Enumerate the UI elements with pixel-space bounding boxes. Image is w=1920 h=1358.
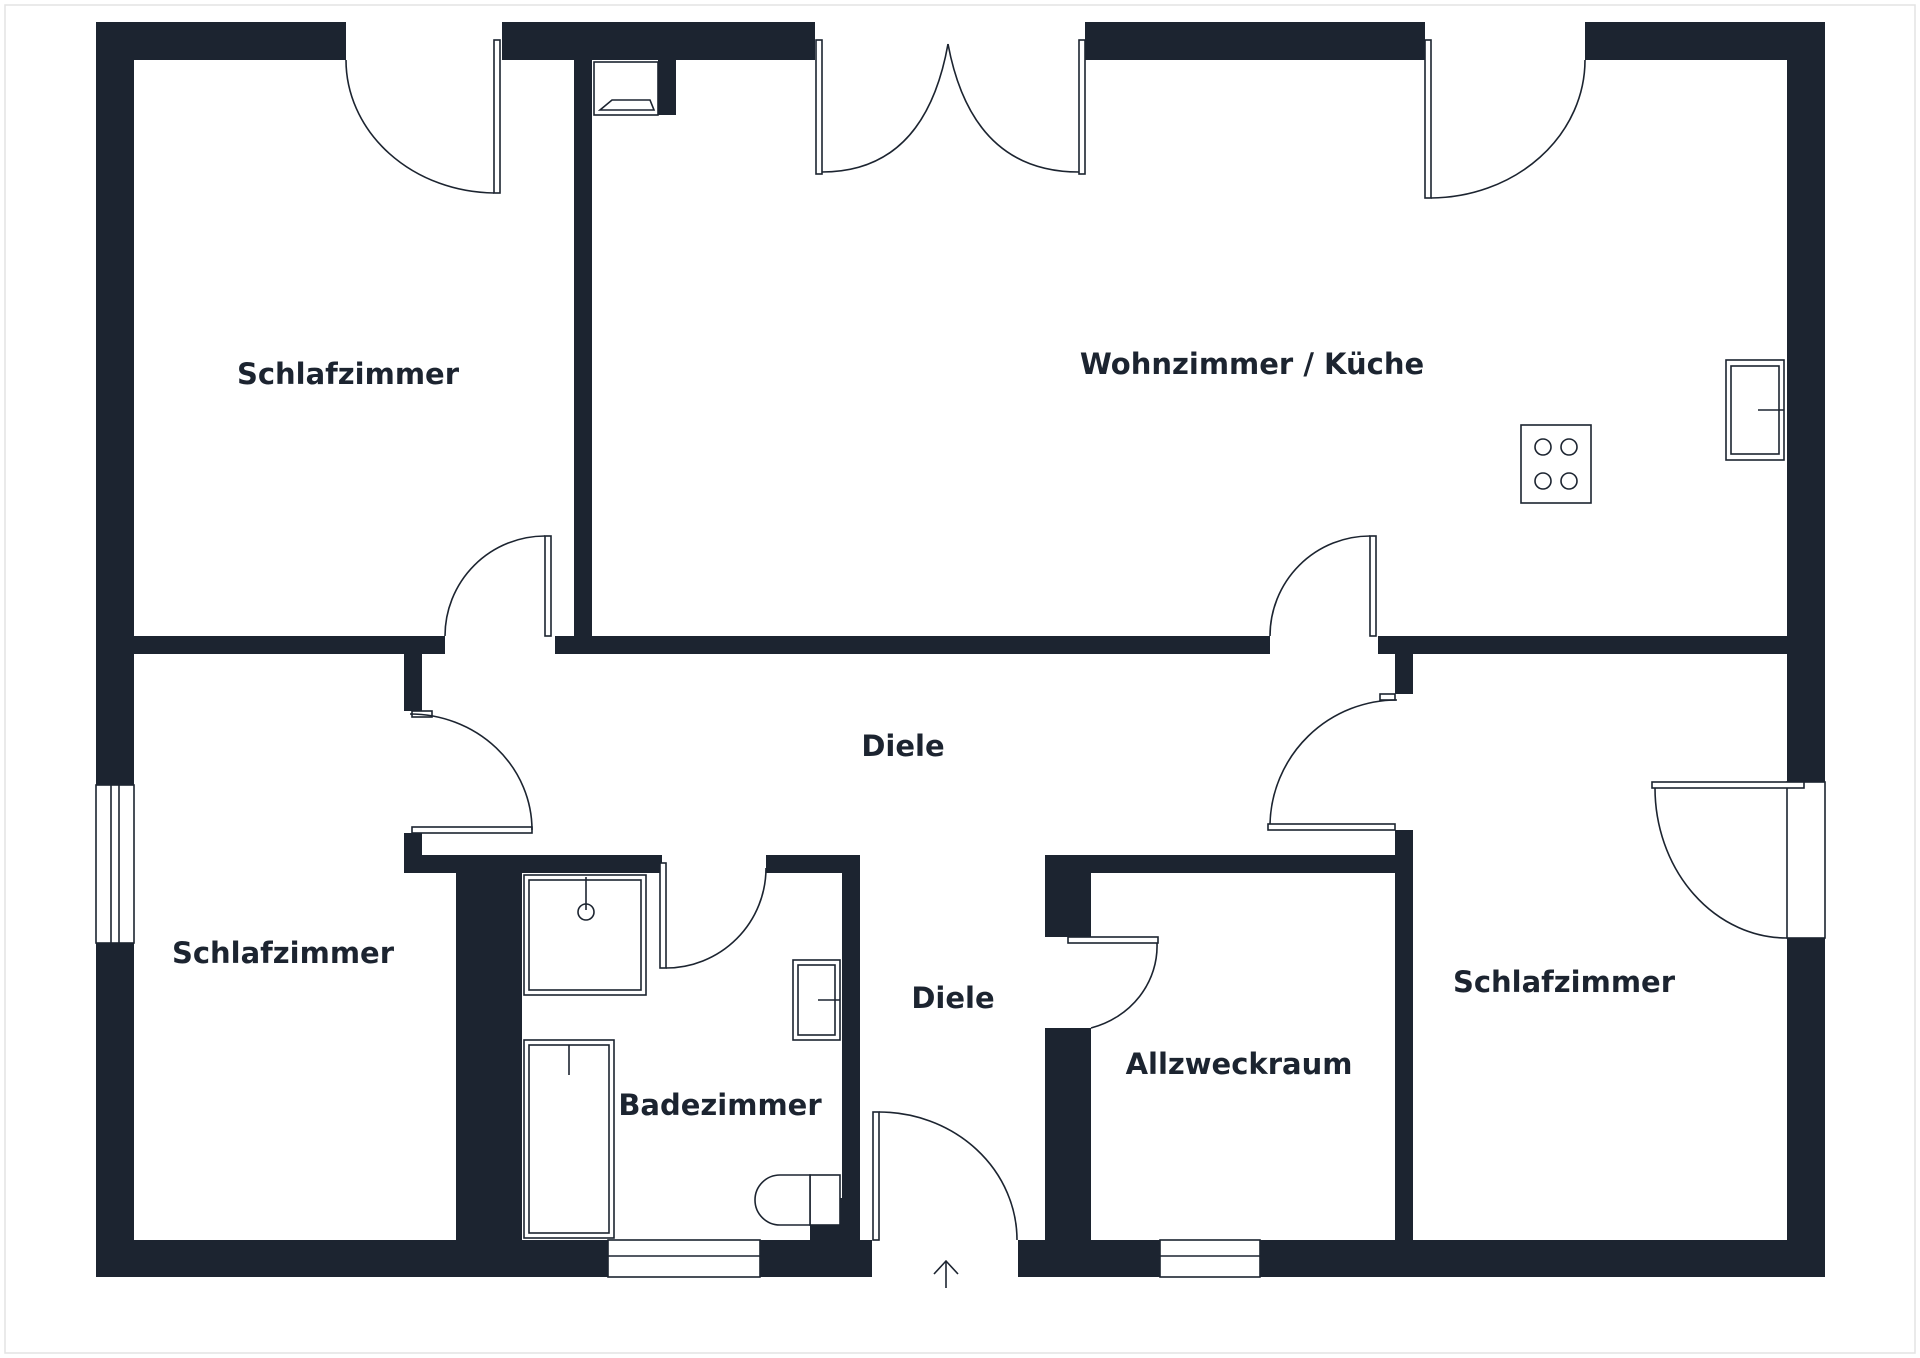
label-bathroom: Badezimmer xyxy=(618,1088,822,1122)
wall-top-4 xyxy=(1585,22,1825,60)
door-living-tr-leaf xyxy=(1424,39,1432,199)
door-bedroom-left-arc xyxy=(409,713,533,831)
door-living-left-leaf xyxy=(815,39,823,175)
wall-utility-left-lower xyxy=(1045,1028,1091,1240)
wall-bottom-4 xyxy=(1260,1240,1825,1277)
window-bath xyxy=(607,1239,761,1278)
door-bedroom-tl-arc xyxy=(345,59,495,194)
door-entrance-leaf xyxy=(872,1111,880,1241)
wall-bottom-1 xyxy=(96,1240,608,1277)
windows xyxy=(95,781,1826,1278)
wall-left-lower xyxy=(96,943,134,1277)
wall-right-lower xyxy=(1787,938,1825,1277)
door-bedroom-hall-arc xyxy=(444,535,546,637)
window-right xyxy=(1786,781,1826,939)
wall-stub-left-1 xyxy=(404,654,422,711)
shower-icon xyxy=(523,874,647,996)
door-living-right-arc xyxy=(947,43,1080,173)
cooktop-icon xyxy=(1520,424,1592,504)
door-living-right-leaf xyxy=(1078,39,1086,175)
door-bedroom-right-arc xyxy=(1269,699,1398,825)
fixtures xyxy=(523,61,1785,1288)
door-bedroom-right-leaf-2 xyxy=(1379,693,1396,701)
wall-stub-right-1 xyxy=(1395,654,1413,694)
door-bedroom-right-leaf xyxy=(1267,823,1396,831)
toilet-icon xyxy=(754,1174,841,1226)
doors xyxy=(345,39,1805,1241)
wall-left-upper xyxy=(96,22,134,785)
wall-bath-right xyxy=(842,855,860,1240)
wall-utility-left-upper xyxy=(1045,855,1091,937)
wall-bath-top-right xyxy=(766,855,860,873)
door-bedroom-tl-leaf xyxy=(493,39,501,194)
wall-right-upper xyxy=(1787,22,1825,782)
page-frame xyxy=(4,4,1916,1354)
wall-top-1 xyxy=(96,22,346,60)
arrow-up-icon xyxy=(933,1259,959,1288)
door-exterior-right-arc xyxy=(1654,787,1788,939)
label-hall-lower: Diele xyxy=(911,981,994,1015)
label-hall-upper: Diele xyxy=(861,729,944,763)
door-exterior-right-leaf xyxy=(1651,781,1805,789)
door-bath-leaf xyxy=(659,862,667,969)
room-labels: Schlafzimmer Wohnzimmer / Küche Diele Sc… xyxy=(172,347,1676,1122)
label-utility: Allzweckraum xyxy=(1126,1047,1353,1081)
shaft-icon xyxy=(593,61,659,116)
wall-bedroom-living xyxy=(574,60,592,636)
wall-h-living xyxy=(555,636,1270,654)
door-entrance-arc xyxy=(878,1111,1018,1241)
wall-h-bedroom-1 xyxy=(134,636,445,654)
wall-shaft xyxy=(658,60,676,115)
door-living-left-arc xyxy=(821,43,949,173)
door-bath-arc xyxy=(665,867,767,969)
walls xyxy=(96,22,1825,1277)
wall-right-bedroom xyxy=(1395,830,1413,1240)
door-utility-leaf xyxy=(1067,936,1159,944)
door-bedroom-left-leaf-2 xyxy=(411,826,533,834)
label-bedroom-top-left: Schlafzimmer xyxy=(237,357,460,391)
bathtub-icon xyxy=(523,1039,615,1239)
door-living-tr-arc xyxy=(1430,59,1586,199)
sink-icon xyxy=(1725,359,1785,461)
wall-bottom-2 xyxy=(760,1240,872,1277)
label-living-kitchen: Wohnzimmer / Küche xyxy=(1080,347,1424,381)
door-living-hall-leaf xyxy=(1369,535,1377,637)
window-utility xyxy=(1159,1239,1261,1278)
wall-top-2 xyxy=(502,22,815,60)
wall-h-bath-top-left xyxy=(404,855,662,873)
wall-bottom-3 xyxy=(1018,1240,1160,1277)
label-bedroom-left: Schlafzimmer xyxy=(172,936,395,970)
window-left xyxy=(95,784,135,944)
door-living-hall-arc xyxy=(1269,535,1371,637)
wall-top-3 xyxy=(1085,22,1425,60)
door-utility-arc xyxy=(1090,942,1158,1029)
wall-utility-top xyxy=(1045,855,1395,873)
washbasin-icon xyxy=(792,959,841,1041)
label-bedroom-right: Schlafzimmer xyxy=(1453,965,1676,999)
wall-h-bedroom-3 xyxy=(1378,636,1787,654)
wall-bath-left xyxy=(456,855,522,1240)
door-bedroom-hall-leaf xyxy=(544,535,552,637)
